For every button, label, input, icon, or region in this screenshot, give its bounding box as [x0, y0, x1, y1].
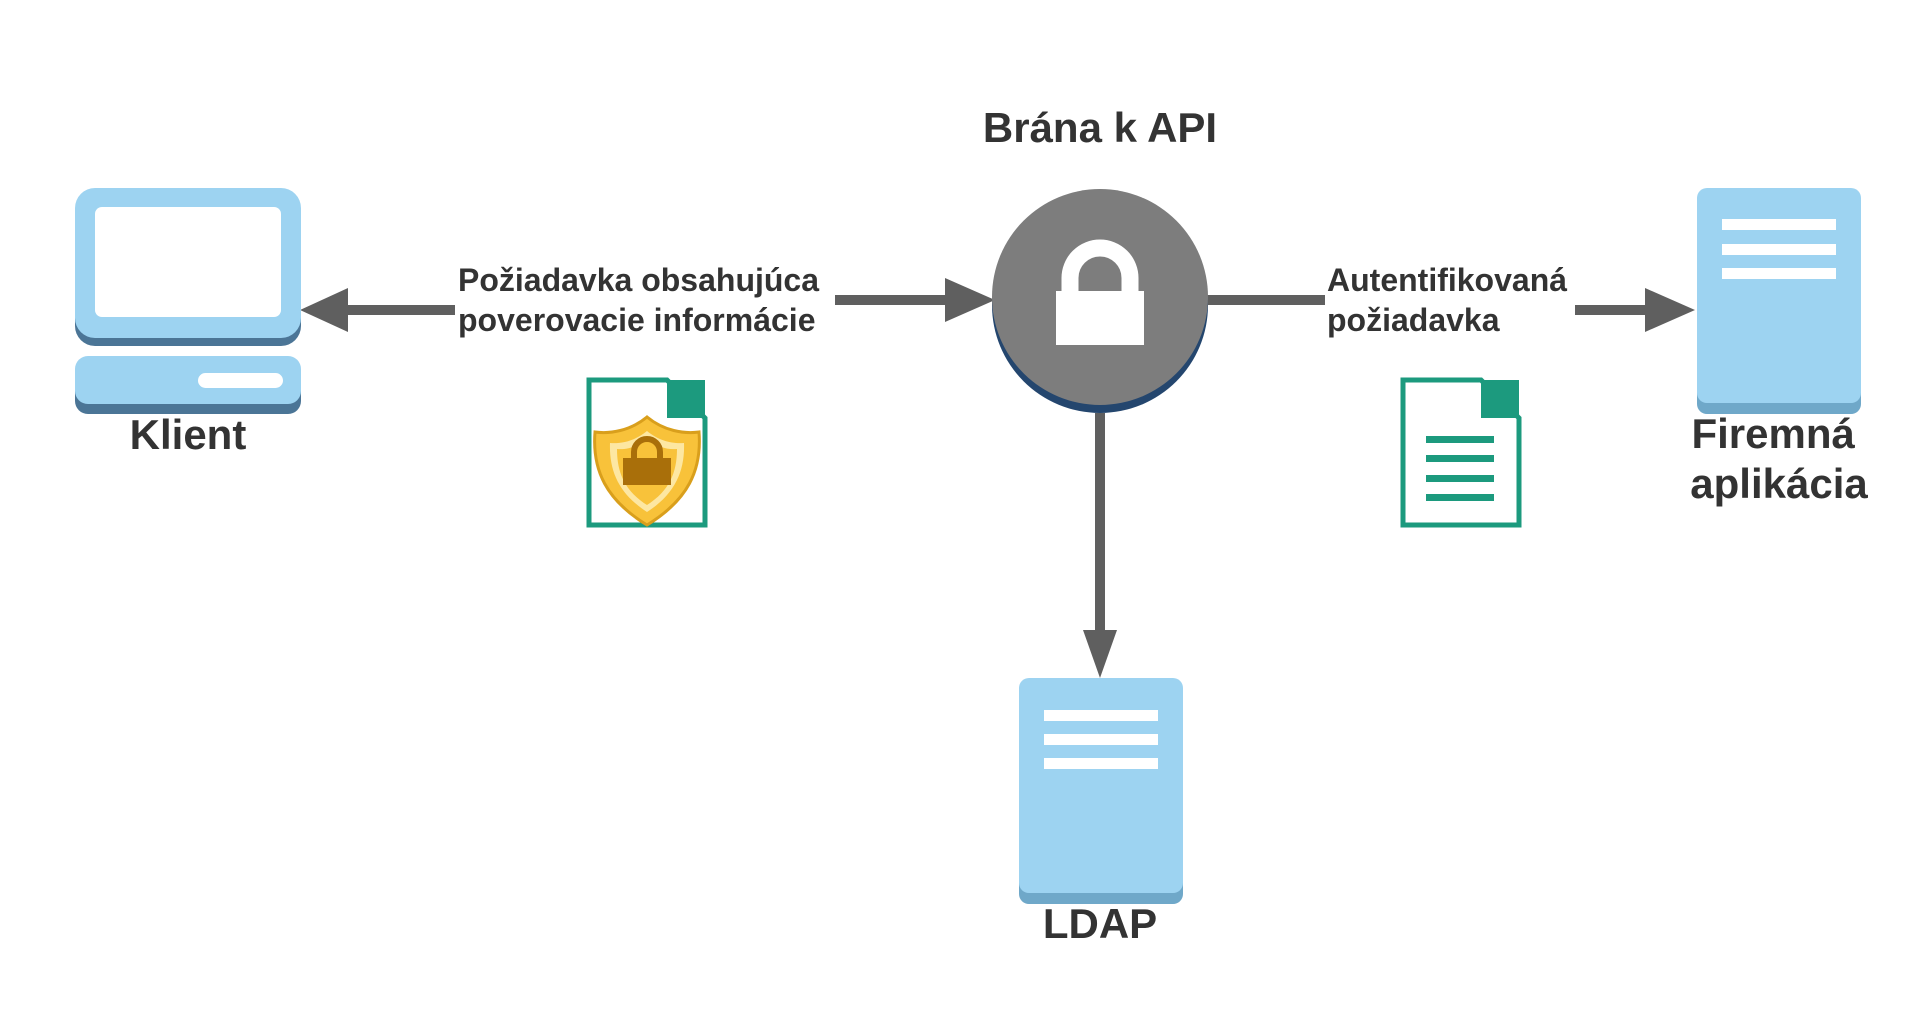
node-app: Firemná aplikácia: [1690, 188, 1868, 507]
node-ldap: LDAP: [1019, 678, 1183, 947]
padlock-icon: [992, 189, 1208, 413]
edge-client-gateway: Požiadavka obsahujúca poverovacie inform…: [300, 262, 995, 338]
node-label-app-line1: Firemná: [1691, 410, 1855, 457]
secure-document-icon: [586, 377, 708, 528]
edge-label-line1: Autentifikovaná: [1327, 262, 1567, 298]
arrowhead-to-app: [1645, 288, 1695, 332]
edge-gateway-app: Autentifikovaná požiadavka: [1205, 262, 1695, 338]
diagram-title: Brána k API: [983, 104, 1217, 151]
node-client: Klient: [75, 188, 301, 458]
server-icon: [1019, 678, 1183, 904]
node-label-client: Klient: [130, 411, 247, 458]
arrowhead-to-client: [300, 288, 348, 332]
text-document-icon: [1400, 377, 1522, 528]
edge-gateway-ldap: [1083, 413, 1117, 678]
desktop-computer-icon: [75, 188, 301, 414]
edge-label-gateway-app: Autentifikovaná požiadavka: [1327, 262, 1576, 338]
edge-label-line2: poverovacie informácie: [458, 302, 815, 338]
lock-icon: [623, 436, 671, 485]
node-gateway: [992, 189, 1208, 413]
arrowhead-to-gateway: [945, 278, 995, 322]
node-label-ldap: LDAP: [1043, 900, 1157, 947]
edge-label-line1: Požiadavka obsahujúca: [458, 262, 819, 298]
arrowhead-to-ldap: [1083, 630, 1117, 678]
node-label-app-line2: aplikácia: [1690, 460, 1868, 507]
edge-label-client-gateway: Požiadavka obsahujúca poverovacie inform…: [458, 262, 828, 338]
edge-label-line2: požiadavka: [1327, 302, 1500, 338]
server-icon: [1697, 188, 1861, 414]
node-label-app: Firemná aplikácia: [1690, 410, 1868, 507]
